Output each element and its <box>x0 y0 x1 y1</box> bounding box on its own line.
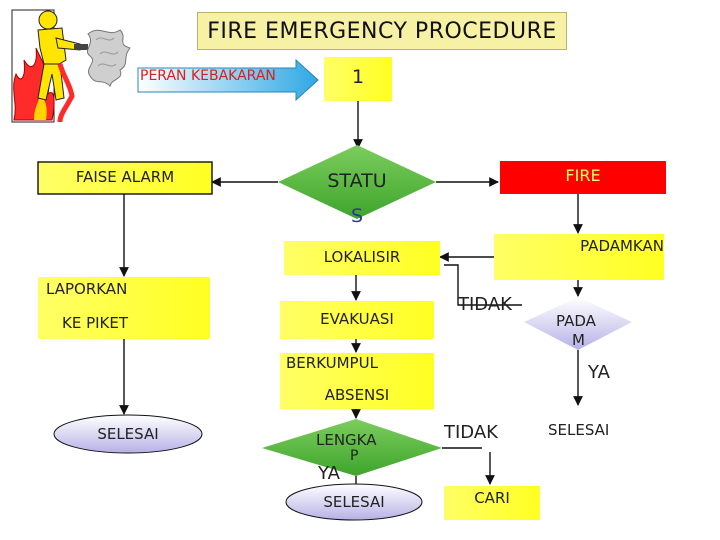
lokalisir-box <box>284 241 440 275</box>
lengkap-label-line2: P <box>350 448 359 464</box>
peran-kebakaran-label: PERAN KEBAKARAN <box>140 68 276 84</box>
berkumpul-label-line1: BERKUMPUL <box>286 354 378 372</box>
step-1-label: 1 <box>351 66 365 88</box>
shapes <box>37 57 666 521</box>
tidak-label-upper: TIDAK <box>458 294 512 315</box>
step-1-box <box>324 57 392 101</box>
cari-label: CARI <box>474 489 510 507</box>
evakuasi-box <box>280 301 434 339</box>
ya-label-right: YA <box>588 362 610 383</box>
connector-tidak-loop <box>444 264 522 306</box>
status-diamond <box>278 145 436 219</box>
firefighter-extinguisher-icon <box>11 9 131 123</box>
tidak-label-lower: TIDAK <box>444 422 498 443</box>
lengkap-label-line1: LENGKA <box>316 431 377 449</box>
selesai-bottom-ellipse <box>285 483 423 521</box>
padam-label-line2: M <box>572 331 585 349</box>
berkumpul-label-line2: ABSENSI <box>324 386 390 404</box>
laporkan-box <box>38 277 210 339</box>
peran-kebakaran-arrow <box>137 58 319 102</box>
padam-label-line1: PADA <box>556 312 596 330</box>
selesai-right-label: SELESAI <box>548 421 610 439</box>
laporkan-label-line2: KE PIKET <box>62 314 129 332</box>
status-label-line2: S <box>350 205 364 227</box>
selesai-left-ellipse <box>53 414 203 454</box>
false-alarm-box <box>37 161 213 195</box>
lokalisir-label: LOKALISIR <box>323 248 401 266</box>
status-label-line1: STATU <box>327 170 387 192</box>
selesai-left-label: SELESAI <box>97 425 159 443</box>
padamkan-box <box>494 234 664 280</box>
cari-box <box>444 486 540 520</box>
lengkap-diamond <box>262 419 442 476</box>
selesai-bottom-label: SELESAI <box>323 493 385 511</box>
page-title: FIRE EMERGENCY PROCEDURE <box>197 12 567 50</box>
padamkan-label: PADAMKAN <box>580 237 664 255</box>
padam-diamond <box>524 297 632 350</box>
laporkan-label-line1: LAPORKAN <box>46 280 128 298</box>
false-alarm-label: FAISE ALARM <box>75 168 175 186</box>
fire-label: FIRE <box>565 166 601 185</box>
evakuasi-label: EVAKUASI <box>320 310 394 328</box>
berkumpul-box <box>280 353 434 409</box>
connectors <box>119 101 583 495</box>
fire-box <box>500 161 666 194</box>
ya-label-bottom: YA <box>318 463 340 484</box>
